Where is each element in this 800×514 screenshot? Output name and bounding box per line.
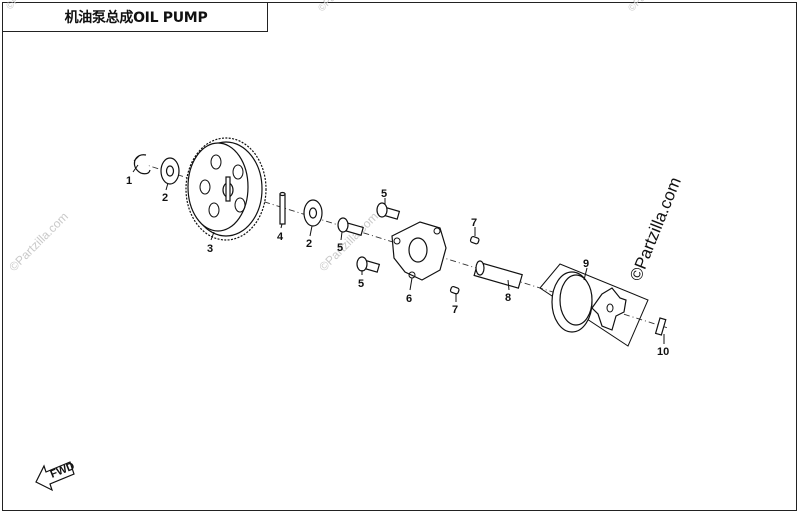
part-label-10: 10 [657,346,669,358]
part-label-9: 9 [583,258,589,270]
watermark-top-left: ©Partzilla.com [4,0,57,12]
part-label-5a: 5 [337,242,343,254]
part-label-6: 6 [406,293,412,305]
watermark-left: ©Partzilla.com [6,209,71,274]
part-label-5c: 5 [358,278,364,290]
page-title: 机油泵总成OIL PUMP [64,10,208,26]
pump-cover-part [391,221,447,281]
part-label-8: 8 [505,292,511,304]
bolt-part-lower [356,256,381,273]
bolt-part-center [337,217,364,236]
part-label-7b: 7 [452,304,458,316]
pump-shaft-part [473,260,523,289]
drive-pin-part [654,317,667,336]
part-label-2b: 2 [306,238,312,250]
leader-lines [132,164,665,344]
dowel-pin-upper [469,235,480,245]
watermark-top-center: ©Partzilla.com [316,0,369,14]
title-box: 机油泵总成OIL PUMP [2,2,268,32]
bolt-part-upper [376,202,401,220]
drive-gear-part [185,137,267,241]
pin-part [279,191,286,225]
dowel-pin-lower [449,285,460,295]
rotor-set-part [539,263,649,347]
part-label-4: 4 [277,231,284,243]
part-label-1: 1 [126,175,132,187]
washer-part-left [160,157,180,185]
partzilla-brand-mark: ©Partzilla.com [626,175,685,284]
part-label-7a: 7 [471,217,477,229]
circlip-part [133,154,151,175]
watermark-top-right: ©Partzilla.com [626,0,679,14]
part-label-5b: 5 [381,188,387,200]
part-label-3: 3 [207,243,213,255]
washer-part-right [303,199,323,227]
forward-arrow-icon: FWD [35,460,76,492]
part-label-2a: 2 [162,192,168,204]
